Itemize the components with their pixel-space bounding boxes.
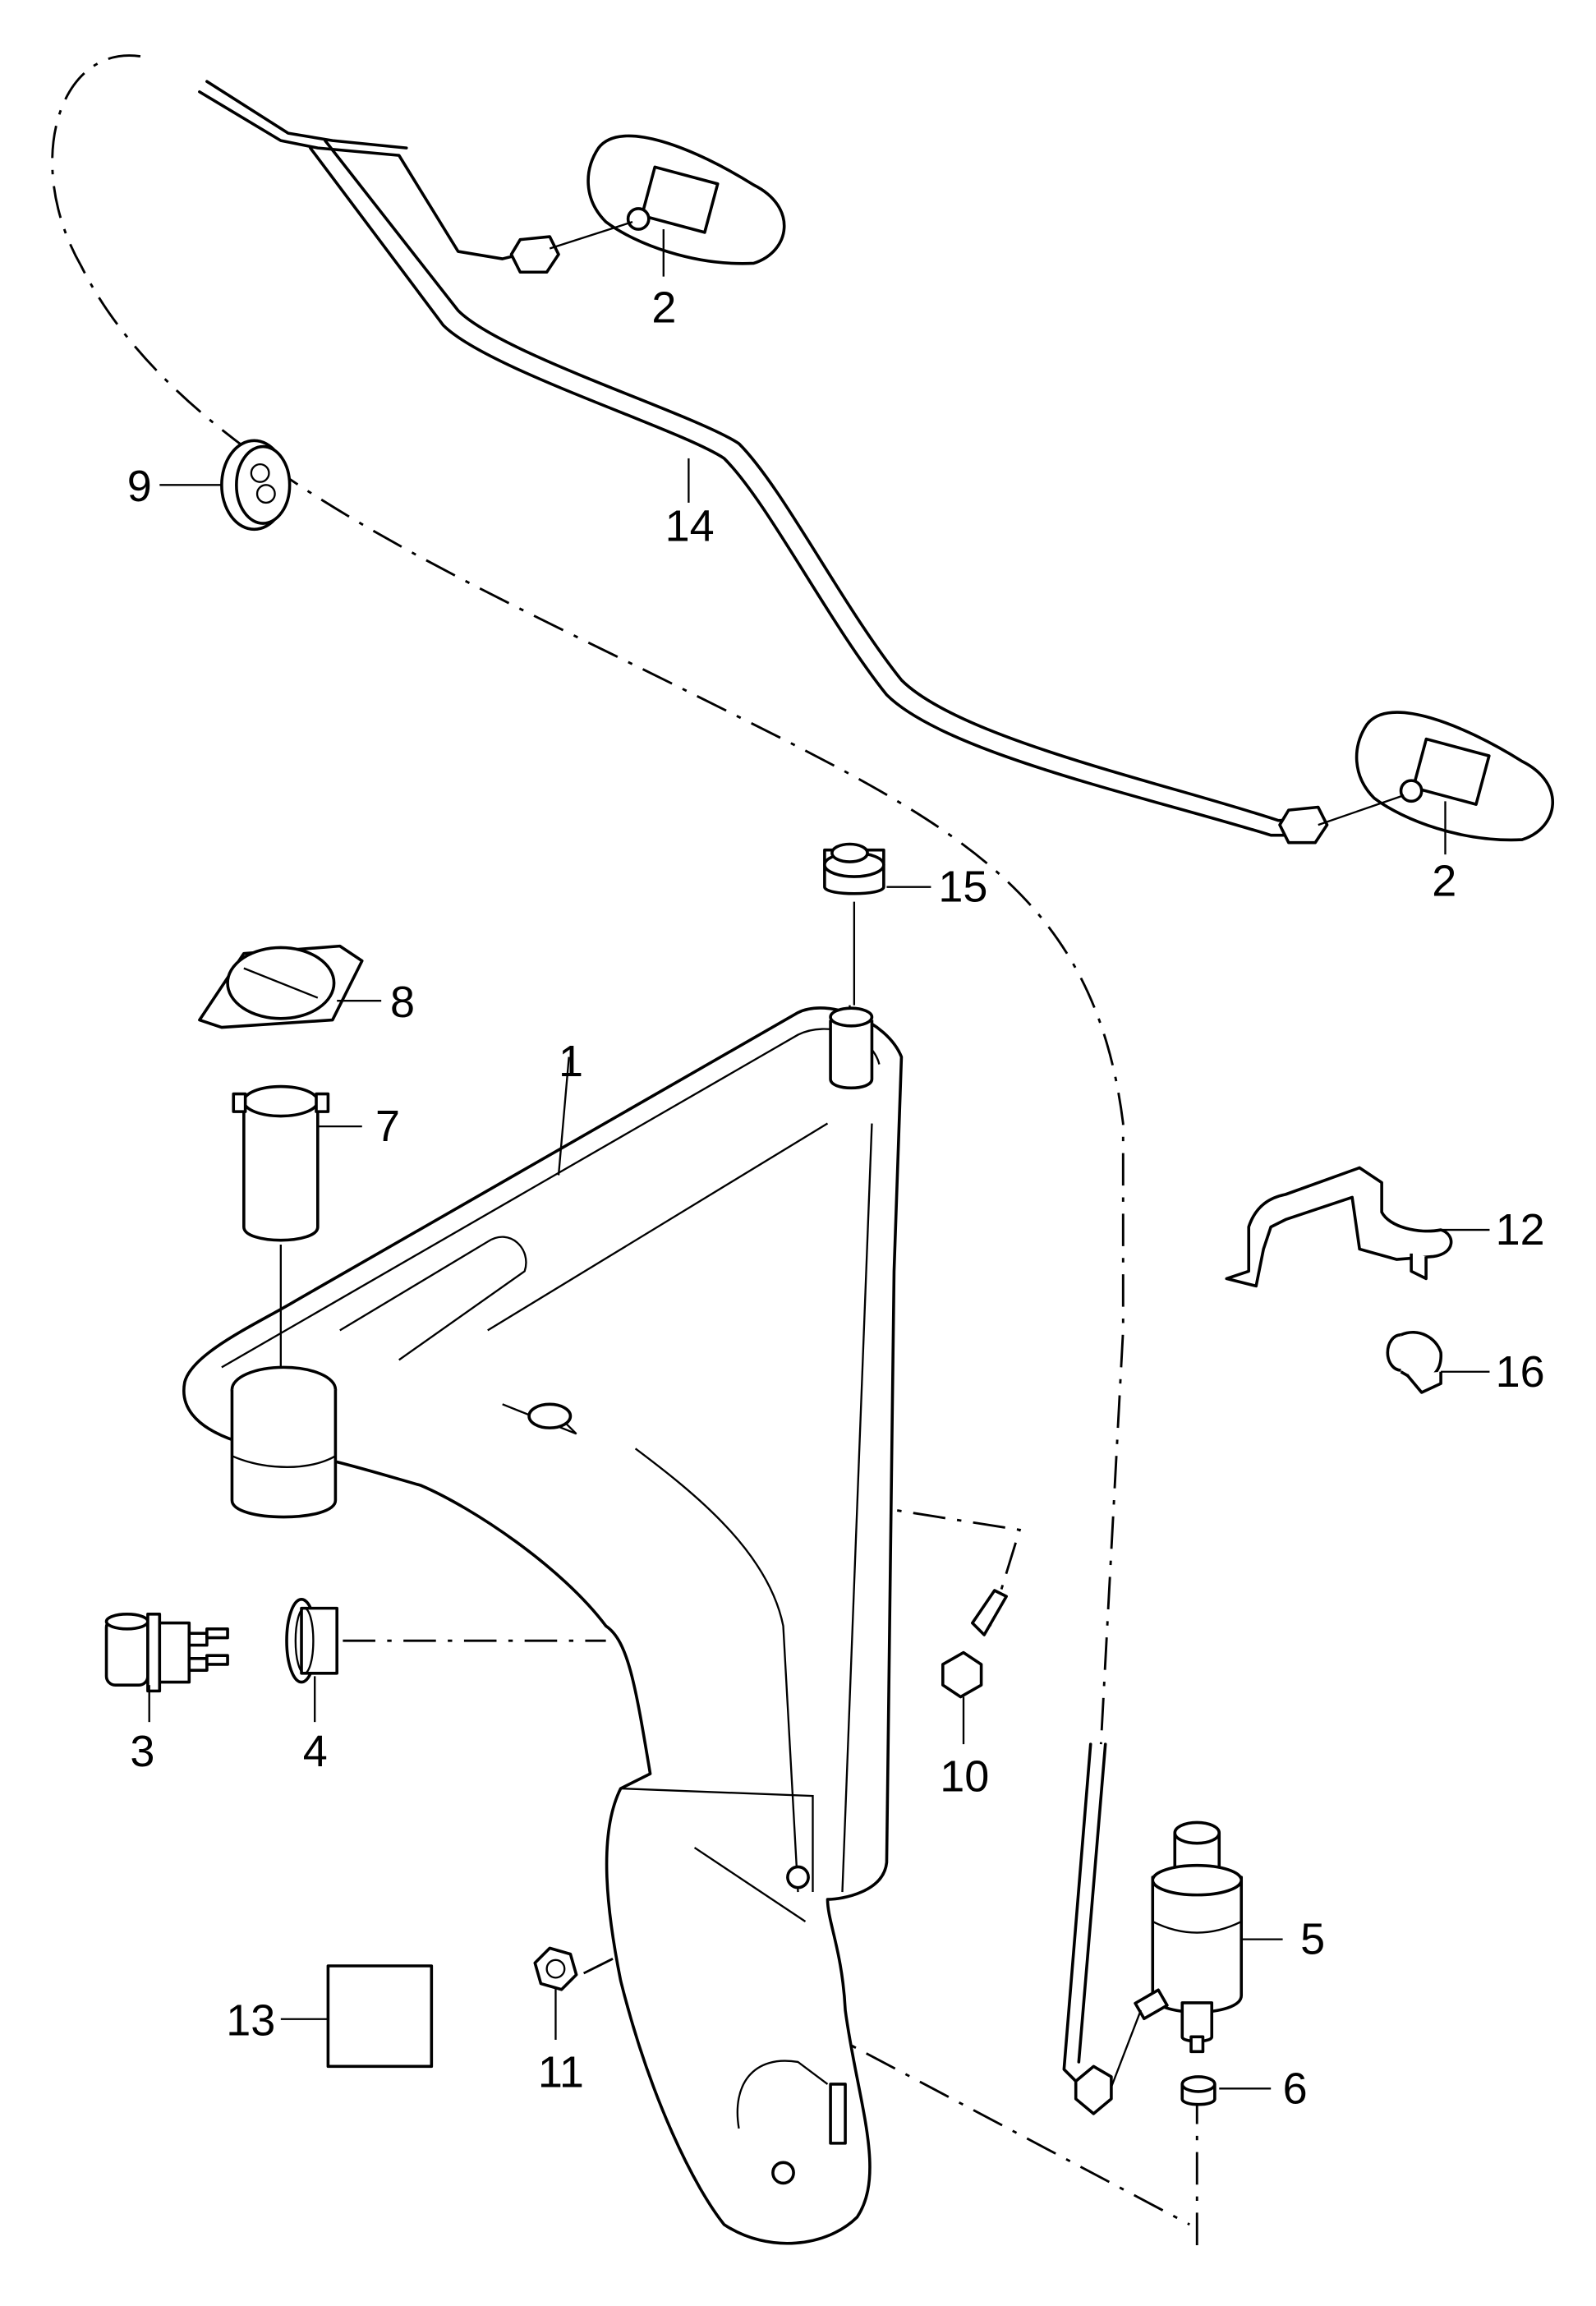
callout-9: 9 — [127, 462, 152, 511]
callout-3: 3 — [130, 1727, 154, 1776]
nozzle-2-right — [1318, 711, 1554, 842]
callout-2-right: 2 — [1432, 856, 1456, 905]
callout-11: 11 — [538, 2048, 584, 2097]
bracket-12 — [1225, 1166, 1453, 1288]
callout-8: 8 — [390, 978, 415, 1027]
callout-13: 13 — [226, 1996, 275, 2046]
callout-12: 12 — [1496, 1205, 1545, 1254]
callout-10: 10 — [940, 1752, 989, 1802]
reservoir-1 — [182, 1005, 904, 2245]
callout-1: 1 — [559, 1037, 583, 1086]
grommet-4 — [285, 1598, 338, 1684]
callout-14: 14 — [665, 502, 715, 551]
nozzle-2-upper — [549, 134, 786, 265]
routing-line-pump — [812, 2023, 1198, 2247]
level-sensor-3 — [104, 1613, 229, 1693]
clip-16 — [1386, 1331, 1442, 1394]
pump-5 — [1134, 1820, 1244, 2054]
cap-8 — [198, 944, 364, 1029]
cap-15 — [823, 842, 885, 1006]
callout-7: 7 — [375, 1102, 400, 1151]
nut-11 — [533, 1946, 578, 1991]
filler-neck-7 — [232, 1084, 330, 1368]
callout-5: 5 — [1300, 1915, 1325, 1964]
leader-lines — [148, 229, 1490, 2090]
callout-2-upper: 2 — [651, 283, 676, 332]
hose-14 — [198, 80, 1329, 845]
grommet-9 — [220, 439, 292, 532]
callout-4: 4 — [303, 1727, 328, 1776]
callout-16: 16 — [1496, 1347, 1545, 1397]
routing-line-bolt — [554, 1454, 1022, 1627]
grommet-6 — [1180, 2075, 1217, 2106]
bolt-10 — [941, 1589, 1008, 1699]
callout-15: 15 — [938, 863, 987, 912]
callout-6: 6 — [1283, 2064, 1308, 2113]
label-box-13 — [326, 1964, 434, 2069]
hose-to-pump — [1062, 1742, 1142, 2115]
